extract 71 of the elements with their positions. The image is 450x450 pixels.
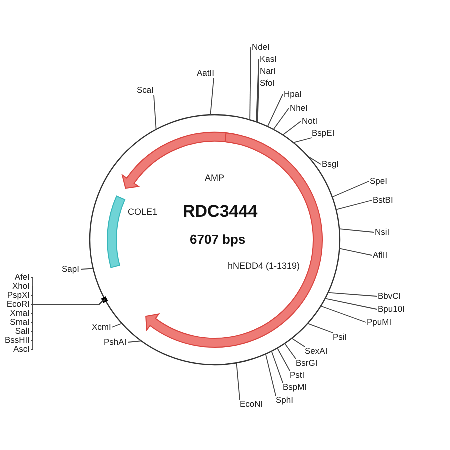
leader-line bbox=[324, 298, 378, 310]
enzyme-label: KasI bbox=[260, 55, 278, 64]
enzyme-label: SapI bbox=[62, 265, 80, 274]
leader-line bbox=[256, 59, 260, 123]
leader-line bbox=[128, 340, 142, 343]
enzyme-label: PpuMI bbox=[367, 318, 392, 327]
enzyme-label: SmaI bbox=[10, 318, 30, 327]
enzyme-label: BssHII bbox=[4, 336, 30, 345]
enzyme-label: BspMI bbox=[283, 383, 308, 392]
enzyme-label: SphI bbox=[276, 396, 294, 405]
enzyme-label: XmaI bbox=[10, 309, 30, 318]
leader-line bbox=[80, 268, 94, 270]
leader-line bbox=[282, 121, 302, 136]
feature-label: hNEDD4 (1-1319) bbox=[228, 262, 300, 271]
leader-line bbox=[257, 83, 260, 123]
enzyme-label: XhoI bbox=[12, 282, 30, 291]
enzyme-label: SalI bbox=[15, 327, 30, 336]
enzyme-label: PshAI bbox=[104, 338, 127, 347]
leader-line bbox=[267, 94, 284, 128]
enzyme-label: BstBI bbox=[373, 196, 394, 205]
enzyme-label: EcoRI bbox=[6, 300, 30, 309]
enzyme-label: SpeI bbox=[370, 177, 388, 186]
leader-line bbox=[250, 47, 252, 120]
leader-line bbox=[293, 138, 312, 144]
enzyme-label: PsiI bbox=[333, 333, 348, 342]
enzyme-label: AatII bbox=[197, 69, 214, 78]
enzyme-label: BspEI bbox=[312, 129, 335, 138]
enzyme-label: XcmI bbox=[92, 323, 112, 332]
enzyme-label: NarI bbox=[260, 67, 276, 76]
enzyme-label: EcoNI bbox=[240, 400, 264, 409]
leader-line bbox=[284, 343, 296, 360]
leader-line bbox=[339, 248, 372, 256]
leader-line bbox=[307, 156, 322, 165]
enzyme-label: BsrGI bbox=[296, 359, 318, 368]
enzyme-label: ScaI bbox=[137, 86, 154, 95]
enzyme-label: BsgI bbox=[322, 160, 340, 169]
leader-line bbox=[332, 181, 370, 198]
feature-label: COLE1 bbox=[128, 208, 158, 217]
enzyme-label: PstI bbox=[290, 371, 305, 380]
plasmid-size: 6707 bps bbox=[190, 232, 246, 247]
leader-line bbox=[256, 71, 260, 123]
enzyme-label: AflII bbox=[373, 251, 388, 260]
leader-line bbox=[277, 348, 290, 372]
leader-line bbox=[112, 323, 123, 328]
leader-line bbox=[328, 292, 378, 297]
feature-label: AMP bbox=[205, 174, 225, 183]
leader-line bbox=[210, 78, 214, 116]
enzyme-label: SexAI bbox=[305, 347, 328, 356]
leader-line bbox=[273, 108, 290, 130]
enzyme-label: NsiI bbox=[375, 228, 390, 237]
enzyme-label: NheI bbox=[290, 104, 308, 113]
leader-line bbox=[339, 228, 374, 233]
leader-line bbox=[265, 354, 276, 396]
leader-line bbox=[236, 362, 240, 400]
leader-line bbox=[154, 94, 157, 130]
leader-line bbox=[307, 323, 334, 334]
enzyme-label: SfoI bbox=[260, 79, 276, 88]
enzyme-label: AscI bbox=[13, 345, 30, 354]
leader-line bbox=[271, 350, 284, 384]
enzyme-label: Bpu10I bbox=[378, 305, 405, 314]
enzyme-label: AfeI bbox=[14, 273, 30, 282]
enzyme-label: NdeI bbox=[252, 43, 270, 52]
enzyme-label: NotI bbox=[302, 117, 318, 126]
leader-line bbox=[336, 200, 372, 210]
plasmid-name: RDC3444 bbox=[183, 202, 258, 222]
leader-line bbox=[30, 299, 106, 350]
leader-line bbox=[292, 338, 306, 348]
leader-line bbox=[320, 306, 366, 323]
enzyme-label: PspXI bbox=[7, 291, 30, 300]
enzyme-label: BbvCI bbox=[378, 292, 402, 301]
enzyme-label: HpaI bbox=[284, 90, 302, 99]
